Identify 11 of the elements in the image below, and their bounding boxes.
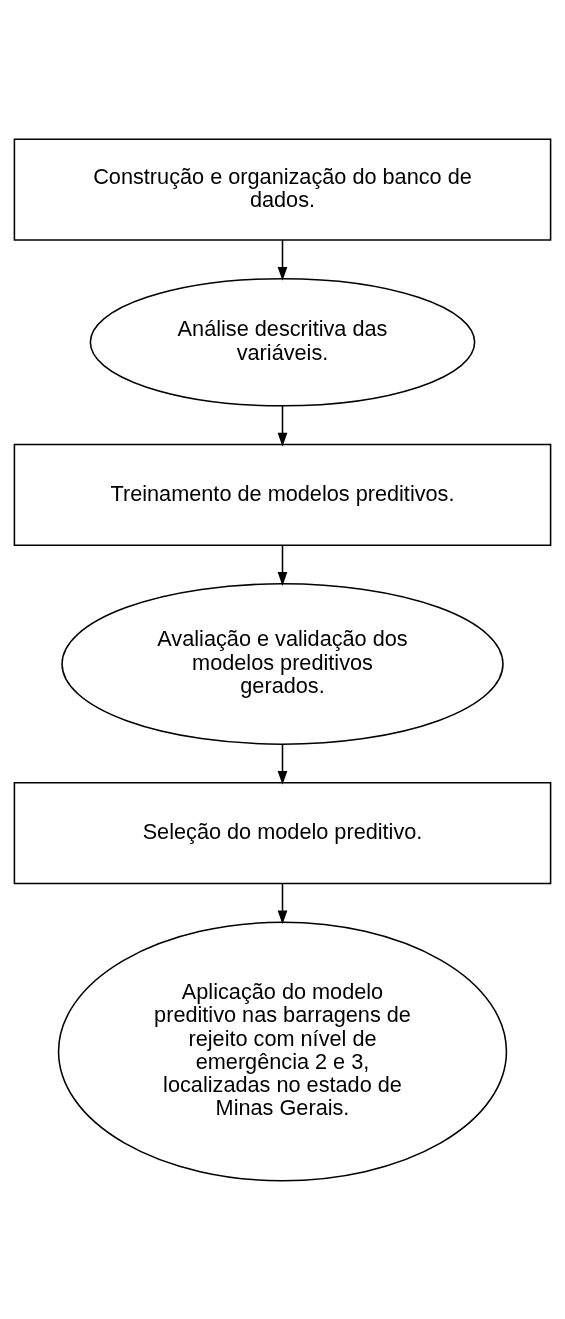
arrow	[277, 404, 288, 447]
arrow	[277, 742, 288, 785]
node-box: Treinamento de modelos preditivos.	[13, 443, 552, 546]
node-ellipse: Análise descritiva das variáveis.	[89, 277, 476, 407]
arrow	[277, 544, 288, 586]
node-ellipse: Aplicação do modelo preditivo nas barragens de rejeito com nível de emergência 2 e 3, localizadas no estado de Minas Gerais.	[57, 921, 508, 1181]
node-box: Seleção do modelo preditivo.	[13, 781, 552, 884]
arrow	[277, 882, 288, 924]
arrow	[277, 238, 288, 281]
node-box: Construção e organização do banco de dados.	[13, 137, 552, 241]
node-ellipse: Avaliação e validação dos modelos preditivos gerados.	[61, 582, 504, 745]
